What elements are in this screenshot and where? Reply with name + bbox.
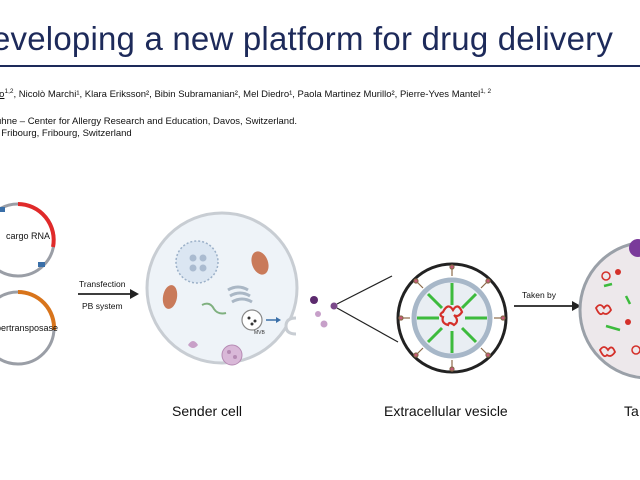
golgi [227,285,253,304]
mitochondrion [251,251,269,275]
zoom-line [336,307,399,343]
first-author-sup: 1,2 [4,88,14,95]
vesicle-organelle [188,341,198,348]
affiliation-1: ühne – Center for Allergy Research and E… [0,116,297,127]
author-line: ro1,2, Nicolò Marchi¹, Klara Eriksson², … [0,88,491,100]
transfection-label: Transfection [79,279,126,289]
other-authors: , Nicolò Marchi¹, Klara Eriksson², Bibin… [13,89,481,101]
mvb [241,309,263,331]
vesicle-rna [439,305,464,327]
vesicle-spokes [417,283,487,353]
extracellular-vesicle [396,262,508,374]
er [201,302,227,315]
nucleus [175,240,219,284]
title-divider [0,65,640,67]
pb-system-label: PB system [82,301,123,311]
page-title: eveloping a new platform for drug delive… [0,20,614,57]
target-cell-caption: Ta [624,403,639,419]
last-author-sup: 1, 2 [480,88,492,95]
mvb-label: MVB [254,330,266,336]
sender-cell: MVB [145,211,299,366]
first-author: ro [0,89,5,101]
target-cell [578,239,640,380]
cargo-plasmid-label: cargo RNA [6,231,50,241]
zoom-line [336,275,393,305]
cargo-plasmid: cargo RNA [0,202,56,278]
lysosome [221,344,243,366]
transposase-plasmid-label: pertransposase [0,323,58,333]
taken-by-label: Taken by [522,290,557,300]
released-vesicles [310,296,338,328]
mitochondrion [162,285,178,309]
taken-by-arrow: Taken by [514,290,581,311]
surface-proteins [398,264,506,372]
sender-cell-caption: Sender cell [172,403,243,419]
affiliation-2: f Fribourg, Fribourg, Switzerland [0,128,132,139]
target-organelle [629,239,640,257]
vesicle-caption: Extracellular vesicle [384,403,508,419]
transposase-plasmid: pertransposase [0,289,58,366]
transfection-arrow: Transfection PB system [78,279,139,311]
plasmid-marker [0,207,5,212]
plasmid-marker [38,262,45,267]
budding-site [284,316,297,336]
